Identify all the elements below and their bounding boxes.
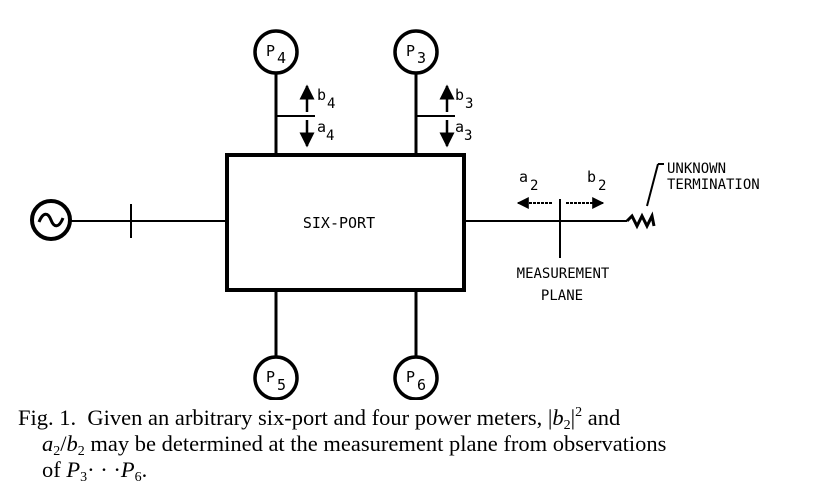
six-port-label: SIX-PORT [303,214,375,232]
termination-label-line1: UNKNOWN [667,161,726,177]
caption-text-2: may be determined at the measurement pla… [90,431,667,456]
p3-sub: 3 [417,49,426,67]
p5-sub: 5 [277,376,286,394]
measurement-plane-label-line1: MEASUREMENT [517,266,610,282]
power-meter-p4: P 4 [253,29,299,75]
a2-var: a [42,431,54,456]
a4-sub: 4 [326,128,334,144]
b2-var: b [552,405,564,430]
power-meter-p6: P 6 [393,355,439,400]
caption-of: of [42,457,61,482]
termination-pointer [646,163,659,207]
b2-var-sub: 2 [563,418,571,433]
b3-label: b [455,86,464,104]
p6-sub: 6 [417,376,426,394]
p4-sub: 4 [277,49,286,67]
p-start-var: P [66,457,81,482]
p4-letter: P [266,42,275,60]
termination-label-line2: TERMINATION [667,177,760,193]
p5-letter: P [266,368,275,386]
caption-ellipsis: · · · [87,457,121,482]
caption-and: and [587,405,621,430]
caption-line-1: Fig. 1. Given an arbitrary six-port and … [18,405,621,433]
six-port-block [225,153,466,292]
a4-label: a [317,118,326,136]
b3-sub: 3 [465,96,473,112]
a3-sub: 3 [464,128,472,144]
a2-sub: 2 [530,178,538,194]
b2-var-sup: 2 [575,405,583,420]
b4-sub: 4 [327,96,335,112]
a2-var-sub: 2 [53,444,61,459]
power-meter-p3: P 3 [393,29,439,75]
resistor-icon [625,211,656,230]
caption-line-2: a2/b2 may be determined at the measureme… [42,431,667,459]
b2-denominator-sub: 2 [77,444,85,459]
ac-source-icon [30,199,72,241]
caption-text-1: Given an arbitrary six-port and four pow… [87,405,543,430]
p-start-sub: 3 [80,470,88,485]
a2-label: a [519,168,528,186]
power-meter-p5: P 5 [253,355,299,400]
a3-label: a [455,118,464,136]
p-end-var: P [120,457,135,482]
p3-letter: P [406,42,415,60]
b2-sub: 2 [598,178,606,194]
figure-caption: Fig. 1. Given an arbitrary six-port and … [18,405,808,485]
b4-label: b [317,86,326,104]
b2-denominator-var: b [66,431,78,456]
p6-letter: P [406,368,415,386]
caption-line-3: of P3· · ·P6. [42,457,148,485]
p-end-sub: 6 [134,470,142,485]
figure-label: Fig. 1. [18,405,77,430]
six-port-diagram: SIX-PORT P 4 b 4 a 4 P 3 b 3 a 3 P 5 P [30,29,760,400]
b2-label: b [587,168,596,186]
measurement-plane-label-line2: PLANE [541,288,583,304]
